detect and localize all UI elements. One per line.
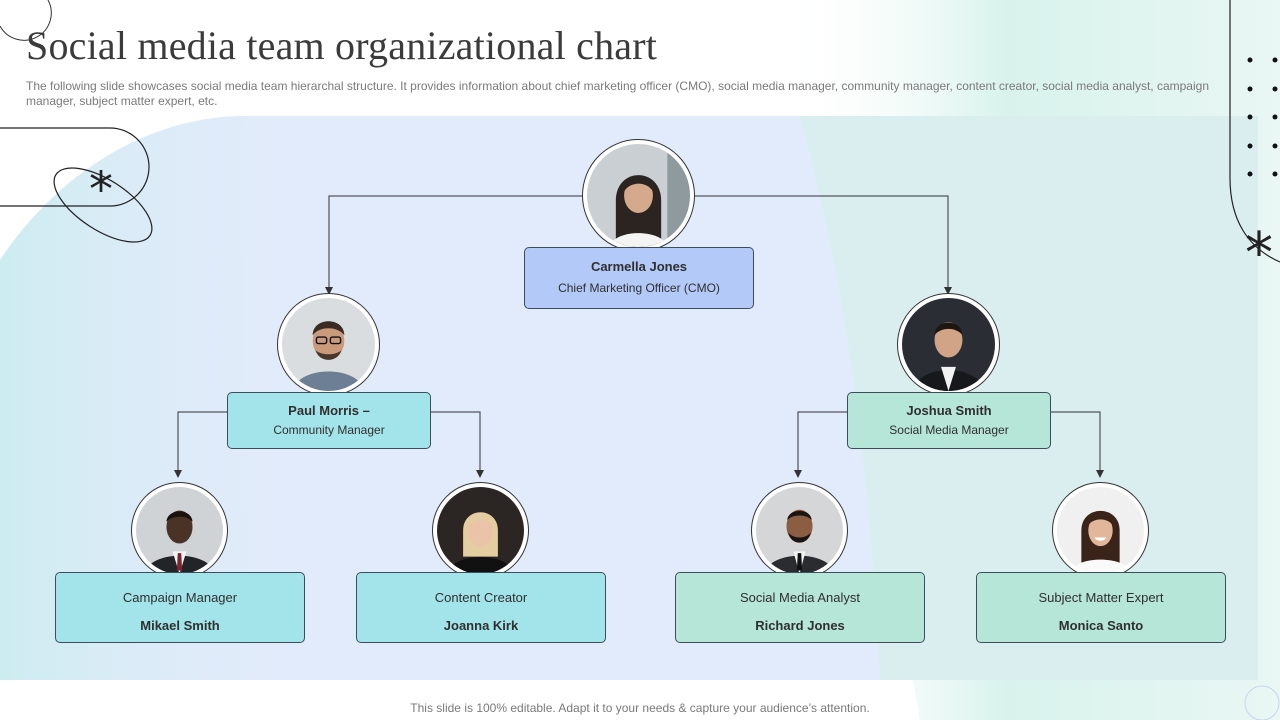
woman-smiling-photo [1052,482,1149,579]
social-media-manager-box: Joshua Smith Social Media Manager [847,392,1051,449]
left-ellipse-outline [53,167,153,243]
corner-circle-outline [0,0,52,41]
community-manager-role: Community Manager [273,423,385,437]
connector-cmo-community [325,195,583,295]
social-media-analyst-name: Richard Jones [755,618,845,633]
woman-blonde-photo [432,482,529,579]
campaign-manager-role: Campaign Manager [122,590,238,605]
cmo-name: Carmella Jones [590,259,688,274]
left-asterisk-icon: * [89,162,113,218]
slide-title: Social media team organizational chart [26,23,658,68]
connector-cmo-social [695,195,952,295]
campaign-manager-box: Campaign Manager Mikael Smith [55,572,305,643]
right-asterisk-icon: * [1245,221,1273,286]
corner-circle-bottom [1244,685,1280,720]
left-loop-outline [0,127,150,207]
slide-footer: This slide is 100% editable. Adapt it to… [410,701,870,715]
dot-grid [1247,57,1278,177]
social-media-manager-name: Joshua Smith [906,403,992,418]
social-media-manager-role: Social Media Manager [889,423,1009,437]
subject-matter-expert-box: Subject Matter Expert Monica Santo [976,572,1226,643]
subject-matter-expert-role: Subject Matter Expert [1038,590,1164,605]
man-glasses-beard-photo [277,293,380,396]
content-creator-role: Content Creator [434,590,528,605]
woman-long-dark-hair-photo [582,139,695,252]
content-creator-name: Joanna Kirk [443,618,519,633]
community-manager-name: Paul Morris – [288,403,370,418]
community-manager-box: Paul Morris – Community Manager [227,392,431,449]
connector-social-expert [1051,411,1104,478]
slide-subtitle: The following slide showcases social med… [26,79,1209,108]
campaign-manager-name: Mikael Smith [140,618,220,633]
right-curve-outline [1229,0,1280,263]
man-suit-photo [897,293,1000,396]
social-media-analyst-role: Social Media Analyst [740,590,860,605]
subject-matter-expert-name: Monica Santo [1058,618,1144,633]
left-wash [0,116,330,680]
connector-community-content [431,411,484,478]
man-beard-suit-photo [751,482,848,579]
man-suit-tie-photo [131,482,228,579]
connector-community-campaign [174,411,227,478]
content-creator-box: Content Creator Joanna Kirk [356,572,606,643]
connector-social-analyst [794,411,847,478]
social-media-analyst-box: Social Media Analyst Richard Jones [675,572,925,643]
cmo-role: Chief Marketing Officer (CMO) [558,281,720,295]
cmo-box: Carmella Jones Chief Marketing Officer (… [524,247,754,309]
